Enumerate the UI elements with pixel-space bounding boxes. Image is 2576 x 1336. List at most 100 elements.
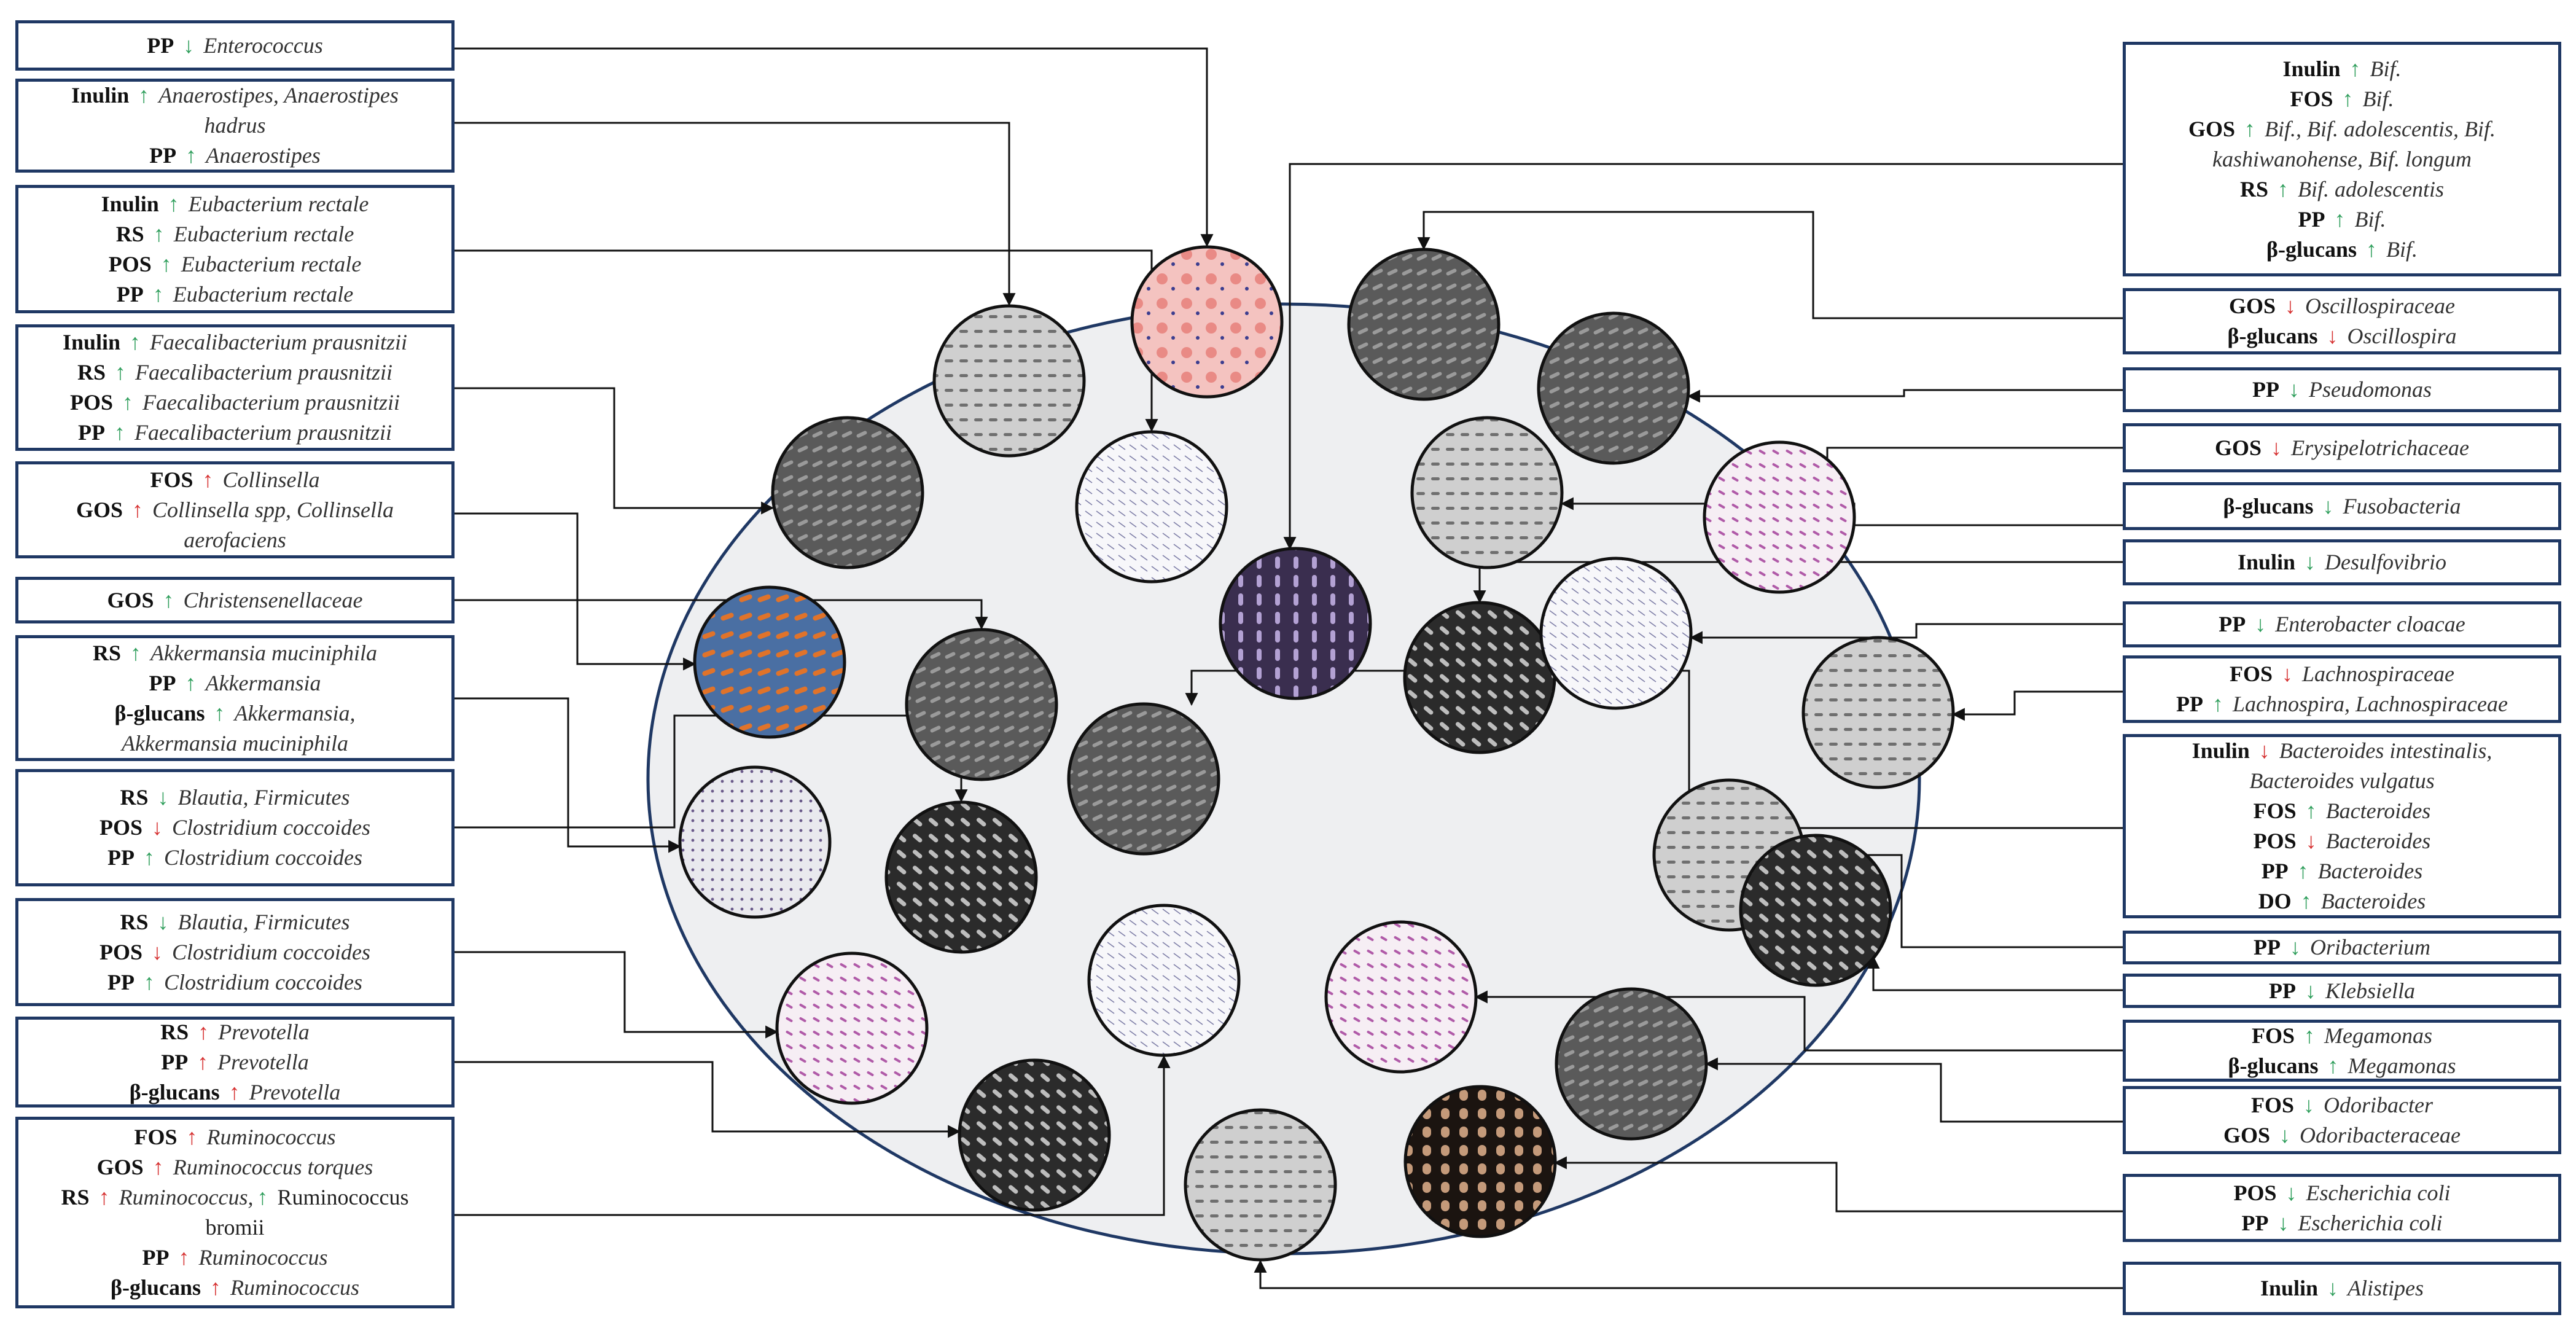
- taxon-name: Oribacterium: [2310, 935, 2430, 959]
- decrease-arrow-icon: ↓: [2288, 377, 2300, 402]
- decrease-arrow-icon: ↓: [2279, 1122, 2291, 1147]
- taxon-name: Bif. adolescentis: [2298, 176, 2444, 201]
- label-box-r6: Inulin ↓ Desulfovibrio: [2123, 539, 2561, 585]
- prebiotic-name: RS: [2240, 176, 2269, 201]
- increase-arrow-icon: ↑: [2327, 1053, 2339, 1078]
- bacteria-image-c11: [958, 1058, 1111, 1212]
- taxon-name: Bacteroides: [2320, 889, 2426, 913]
- label-line: FOS ↓ Lachnospiraceae: [2230, 659, 2454, 689]
- taxon-name: Bacteroides: [2325, 799, 2431, 823]
- label-line: GOS ↑ Christensenellaceae: [107, 585, 363, 615]
- bacteria-image-c2: [932, 304, 1086, 458]
- decrease-arrow-icon: ↓: [2327, 1276, 2339, 1300]
- label-line: POS ↓ Clostridium coccoides: [100, 937, 370, 967]
- taxon-name: Faecalibacterium prausnitzii: [135, 420, 392, 445]
- label-line: FOS ↑ Bacteroides: [2254, 796, 2431, 826]
- taxon-name: Akkermansia,: [234, 700, 356, 725]
- label-line: RS ↑ Bif. adolescentis: [2240, 174, 2444, 205]
- prebiotic-name: POS: [2233, 1180, 2277, 1205]
- label-line: PP ↑ Bif.: [2298, 205, 2386, 235]
- label-box-r5: β-glucans ↓ Fusobacteria: [2123, 482, 2561, 530]
- taxon-name: Fusobacteria: [2343, 493, 2461, 518]
- prebiotic-name: POS: [108, 251, 152, 276]
- connector-r7-c18: [1689, 623, 2123, 644]
- taxon-name: Prevotella: [217, 1049, 309, 1074]
- taxon-name: Bif.: [2362, 86, 2394, 111]
- label-line: RS ↑ Faecalibacterium prausnitzii: [77, 357, 392, 388]
- prebiotic-name: PP: [116, 281, 144, 307]
- prebiotic-name: PP: [142, 1245, 170, 1270]
- bacteria-image-c7: [678, 765, 832, 919]
- prebiotic-name: POS: [100, 815, 143, 840]
- prebiotic-name: β-glucans: [2223, 493, 2314, 518]
- taxon-name: Akkermansia muciniphila: [150, 640, 377, 665]
- prebiotic-name: PP: [2254, 935, 2281, 959]
- taxon-name: Enterococcus: [203, 33, 323, 58]
- taxon-name: Klebsiella: [2325, 978, 2415, 1003]
- prebiotic-name: β-glucans: [2227, 324, 2318, 348]
- taxon-name: Clostridium coccoides: [164, 845, 362, 870]
- taxon-name: Faecalibacterium prausnitzii: [142, 390, 400, 415]
- decrease-arrow-icon: ↓: [2305, 978, 2316, 1003]
- taxon-name: Prevotella: [218, 1019, 310, 1044]
- label-line: RS ↓ Blautia, Firmicutes: [120, 907, 350, 937]
- decrease-arrow-icon: ↓: [152, 815, 163, 840]
- decrease-arrow-icon: ↓: [157, 909, 169, 934]
- label-line: Inulin ↑ Eubacterium rectale: [101, 189, 369, 219]
- prebiotic-name: Inulin: [2237, 550, 2296, 574]
- prebiotic-name: Inulin: [2282, 56, 2341, 81]
- prebiotic-name: GOS: [2215, 435, 2262, 460]
- label-box-r7: PP ↓ Enterobacter cloacae: [2123, 601, 2561, 647]
- prebiotic-name: Inulin: [2192, 738, 2250, 763]
- connector-r9-c20: [1185, 670, 2123, 829]
- taxon-name: Bacteroides: [2325, 829, 2431, 853]
- increase-arrow-icon: ↑: [2277, 176, 2289, 201]
- prebiotic-name: DO: [2258, 889, 2292, 913]
- taxon-name: Bif., Bif. adolescentis, Bif.: [2265, 116, 2496, 141]
- prebiotic-name: PP: [2252, 377, 2279, 402]
- taxon-name: Oscillospira: [2347, 324, 2457, 348]
- taxon-name: Escherichia coli: [2298, 1210, 2443, 1235]
- label-line: kashiwanohense, Bif. longum: [2212, 144, 2472, 174]
- prebiotic-name: PP: [149, 143, 177, 168]
- label-line: Inulin ↓ Desulfovibrio: [2238, 547, 2446, 577]
- taxon-name: Enterobacter cloacae: [2275, 612, 2465, 636]
- connector-l7-c7: [455, 697, 682, 853]
- taxon-name: Odoribacteraceae: [2300, 1122, 2461, 1147]
- decrease-arrow-icon: ↓: [2282, 662, 2293, 686]
- prebiotic-name: PP: [107, 969, 135, 994]
- label-line: PP ↓ Klebsiella: [2269, 976, 2415, 1006]
- bacteria-image-c13: [1347, 248, 1501, 401]
- increase-arrow-icon: ↑: [2244, 116, 2256, 141]
- taxon-name: Pseudomonas: [2308, 377, 2432, 402]
- prebiotic-name: Inulin: [101, 191, 159, 216]
- taxon-name: Bif.: [2354, 206, 2386, 232]
- bacteria-image-c25: [1403, 1085, 1557, 1238]
- label-line: GOS ↑ Collinsella spp, Collinsella: [76, 495, 394, 525]
- prebiotic-name: GOS: [2188, 116, 2236, 141]
- taxon-name: Collinsella: [222, 467, 320, 492]
- label-line: POS ↑ Faecalibacterium prausnitzii: [70, 388, 400, 418]
- label-line: RS ↑ Prevotella: [160, 1017, 310, 1047]
- connector-l6-c6: [455, 599, 988, 630]
- prebiotic-name: Inulin: [62, 330, 121, 354]
- taxon-name: Christensenellaceae: [183, 587, 363, 612]
- connector-r11-c22: [1867, 955, 2123, 991]
- prebiotic-name: RS: [120, 785, 149, 810]
- increase-arrow-icon: ↑: [210, 1275, 222, 1300]
- label-line: GOS ↑ Ruminococcus torques: [97, 1152, 373, 1182]
- decrease-arrow-icon: ↓: [157, 785, 169, 810]
- bacteria-image-c14: [1537, 311, 1690, 465]
- label-line: aerofaciens: [184, 525, 286, 555]
- taxon-name: Anaerostipes: [206, 143, 321, 168]
- increase-arrow-icon: ↑: [160, 251, 172, 276]
- connector-r13-c24: [1704, 1057, 2123, 1123]
- prebiotic-name: PP: [147, 33, 174, 58]
- increase-arrow-icon: ↑: [2300, 889, 2312, 913]
- prebiotic-name: FOS: [134, 1125, 178, 1149]
- increase-arrow-icon: ↑: [144, 969, 155, 994]
